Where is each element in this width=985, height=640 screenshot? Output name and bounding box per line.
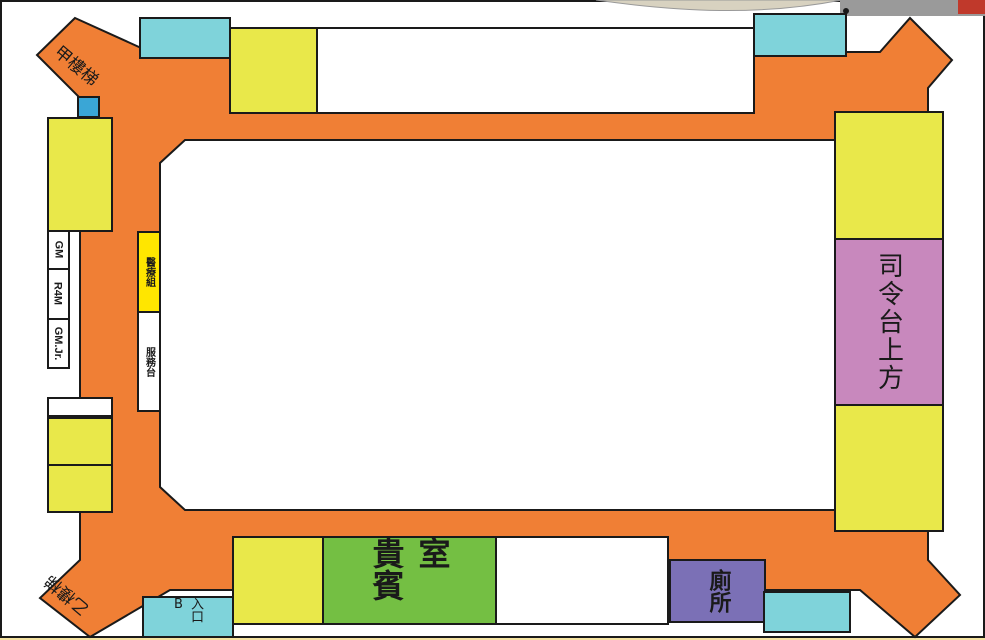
medical-booth (137, 231, 161, 313)
stall-yellow-left-1 (47, 117, 113, 232)
decor-corner-shape (595, 0, 843, 12)
stall-cyan-bottom-right (763, 591, 851, 633)
stall-yellow-right-1 (834, 111, 944, 240)
stall-gm (47, 230, 70, 270)
vip-room (322, 536, 497, 625)
stall-cyan-top-right (753, 13, 847, 57)
stall-cyan-top-left (139, 17, 231, 59)
service-desk (137, 311, 161, 412)
entrance-b (142, 596, 234, 638)
stall-yellow-bottom (232, 536, 324, 625)
stall-white-top (316, 27, 755, 114)
stall-gm-jr (47, 318, 70, 369)
stall-white-left (47, 397, 113, 417)
commander-stand-area (834, 238, 944, 406)
stall-yellow-left-2 (47, 417, 113, 466)
stall-yellow-right-2 (834, 404, 944, 532)
decor-corner-gray (840, 0, 985, 16)
stall-r4m (47, 268, 70, 320)
stall-yellow-top (229, 27, 318, 114)
small-info-box (77, 96, 100, 118)
decor-corner-red (958, 0, 985, 14)
stall-white-bottom (495, 536, 669, 625)
stall-yellow-left-3 (47, 464, 113, 513)
toilet (669, 559, 766, 623)
decor-dot (843, 8, 849, 14)
